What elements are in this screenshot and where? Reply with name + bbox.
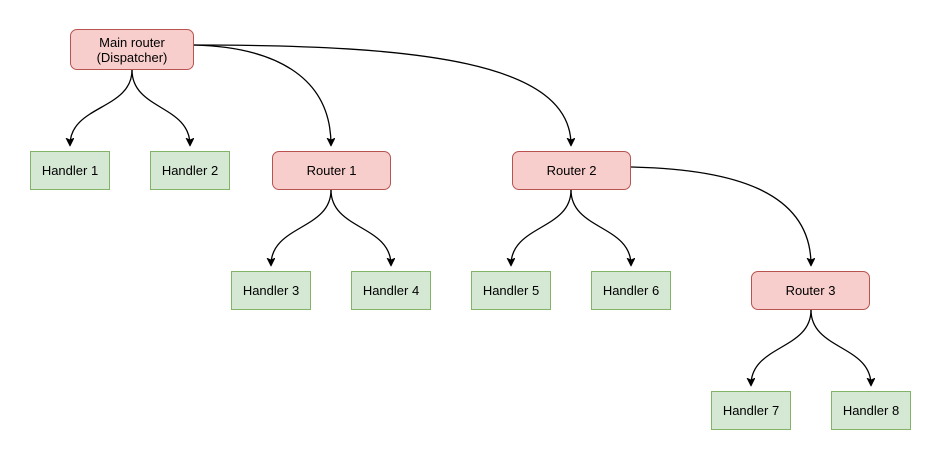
- node-label-main-router: Main router (Dispatcher): [96, 34, 168, 65]
- node-label-router-1: Router 1: [306, 163, 357, 178]
- node-handler-8[interactable]: Handler 8: [831, 391, 911, 430]
- node-label-handler-8: Handler 8: [842, 403, 900, 418]
- node-label-router-2: Router 2: [546, 163, 597, 178]
- edge-router-3-to-handler-8: [810, 309, 871, 385]
- edge-router-2-to-handler-6: [570, 189, 631, 265]
- node-handler-5[interactable]: Handler 5: [471, 271, 551, 310]
- node-label-handler-1: Handler 1: [41, 163, 99, 178]
- node-label-handler-5: Handler 5: [482, 283, 540, 298]
- node-handler-2[interactable]: Handler 2: [150, 151, 230, 190]
- edge-main-to-handler-1: [70, 69, 133, 145]
- node-router-2[interactable]: Router 2: [512, 151, 631, 190]
- node-label-handler-6: Handler 6: [602, 283, 660, 298]
- node-handler-1[interactable]: Handler 1: [30, 151, 110, 190]
- edge-router-1-to-handler-4: [330, 189, 391, 265]
- node-label-handler-2: Handler 2: [161, 163, 219, 178]
- edge-router-2-to-router-3: [630, 166, 811, 265]
- node-handler-7[interactable]: Handler 7: [711, 391, 791, 430]
- edge-router-2-to-handler-5: [511, 189, 572, 265]
- node-handler-3[interactable]: Handler 3: [231, 271, 311, 310]
- node-router-1[interactable]: Router 1: [272, 151, 391, 190]
- node-handler-6[interactable]: Handler 6: [591, 271, 671, 310]
- edge-main-to-router-1: [193, 44, 331, 145]
- edge-router-3-to-handler-7: [751, 309, 812, 385]
- node-router-3[interactable]: Router 3: [751, 271, 870, 310]
- edge-main-to-router-2: [193, 44, 571, 145]
- node-label-handler-3: Handler 3: [242, 283, 300, 298]
- node-label-handler-7: Handler 7: [722, 403, 780, 418]
- node-handler-4[interactable]: Handler 4: [351, 271, 431, 310]
- node-label-handler-4: Handler 4: [362, 283, 420, 298]
- node-label-router-3: Router 3: [785, 283, 836, 298]
- edge-main-to-handler-2: [131, 69, 190, 145]
- node-main-router[interactable]: Main router (Dispatcher): [70, 29, 194, 70]
- edge-router-1-to-handler-3: [271, 189, 332, 265]
- edges: [70, 44, 871, 385]
